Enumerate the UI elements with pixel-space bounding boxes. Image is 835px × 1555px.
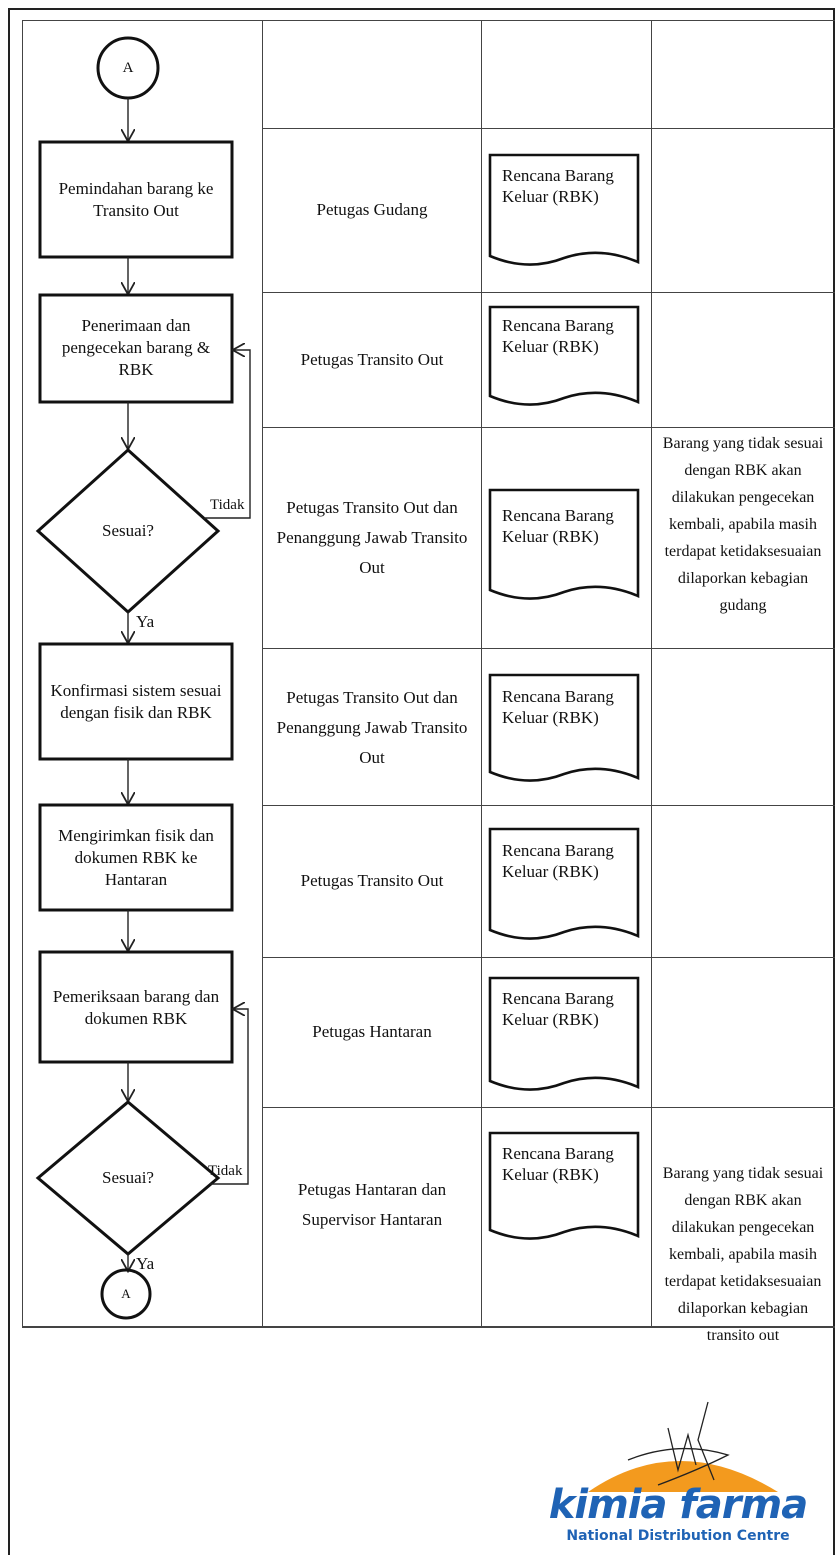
connector-a-bottom-label: A [121,1286,131,1301]
column-divider-1 [262,20,263,1327]
role-cell: Petugas Hantaran [312,1022,432,1041]
document-shape [488,305,640,406]
row-divider [262,427,835,428]
kimia-farma-logo: kimia farma National Distribution Centre [528,1400,828,1550]
document-label: Rencana Barang Keluar (RBK) [502,506,614,546]
column-divider-3 [651,20,652,1327]
document-label: Rencana Barang Keluar (RBK) [502,989,614,1029]
logo-graphic [588,1401,778,1492]
logo-tagline: National Distribution Centre [566,1528,790,1544]
note-cell: Barang yang tidak sesuai dengan RBK akan… [662,1165,824,1344]
table-bottom-line [22,1326,835,1328]
row-divider [262,805,835,806]
step-receive-check-text: Penerimaan dan pengecekan barang & RBK [61,316,211,379]
step-move-goods-text: Pemindahan barang ke Transito Out [58,178,214,220]
note-cell: Barang yang tidak sesuai dengan RBK akan… [662,435,824,614]
table-left-line [22,20,23,1327]
step-inspect-goods-text: Pemeriksaan barang dan dokumen RBK [52,986,220,1028]
document-label: Rencana Barang Keluar (RBK) [502,316,614,356]
step-system-confirm-text: Konfirmasi sistem sesuai dengan fisik da… [50,680,222,722]
role-cell: Petugas Transito Out dan Penanggung Jawa… [276,687,468,767]
process-box-system-confirm [38,642,234,761]
logo-wordmark: kimia farma [548,1482,808,1528]
role-cell: Petugas Gudang [316,200,428,219]
document-label: Rencana Barang Keluar (RBK) [502,166,614,206]
process-box-move-goods [38,140,234,259]
page-border [8,8,835,1555]
row-divider [262,1107,835,1108]
loop-back-arrow [204,350,251,519]
row-divider [262,648,835,649]
document-shape [488,488,640,600]
connector-a-top-label: A [122,60,134,76]
role-cell: Petugas Hantaran dan Supervisor Hantaran [297,1180,447,1229]
step-send-delivery-text: Mengirimkan fisik dan dokumen RBK ke Han… [58,826,214,889]
document-label: Rencana Barang Keluar (RBK) [502,841,614,881]
decision-2-text: Sesuai? [102,1168,154,1187]
loop-back-arrow [210,1009,249,1185]
document-shape [488,673,640,782]
role-cell: Petugas Transito Out dan Penanggung Jawa… [276,497,468,577]
document-shape [488,976,640,1091]
table-top-line [22,20,835,21]
role-cell: Petugas Transito Out [300,349,444,369]
decision-1-text: Sesuai? [102,521,154,540]
column-divider-2 [481,20,482,1327]
document-shape [488,1131,640,1240]
document-label: Rencana Barang Keluar (RBK) [502,1144,614,1184]
row-divider [262,957,835,958]
decision-1-yes-label: Ya [136,612,155,631]
decision-2-yes-label: Ya [136,1254,155,1273]
document-shape [488,827,640,940]
role-cell: Petugas Transito Out [300,871,444,890]
process-box-send-to-delivery [38,803,234,912]
row-divider [262,292,835,293]
document-shape [488,153,640,266]
decision-1-no-label: Tidak [210,497,245,513]
row-divider [262,128,835,129]
decision-2-no-label: Tidak [208,1163,243,1179]
document-label: Rencana Barang Keluar (RBK) [502,687,614,727]
connector-a-bottom [100,1268,152,1320]
process-box-inspect-goods [38,950,234,1064]
